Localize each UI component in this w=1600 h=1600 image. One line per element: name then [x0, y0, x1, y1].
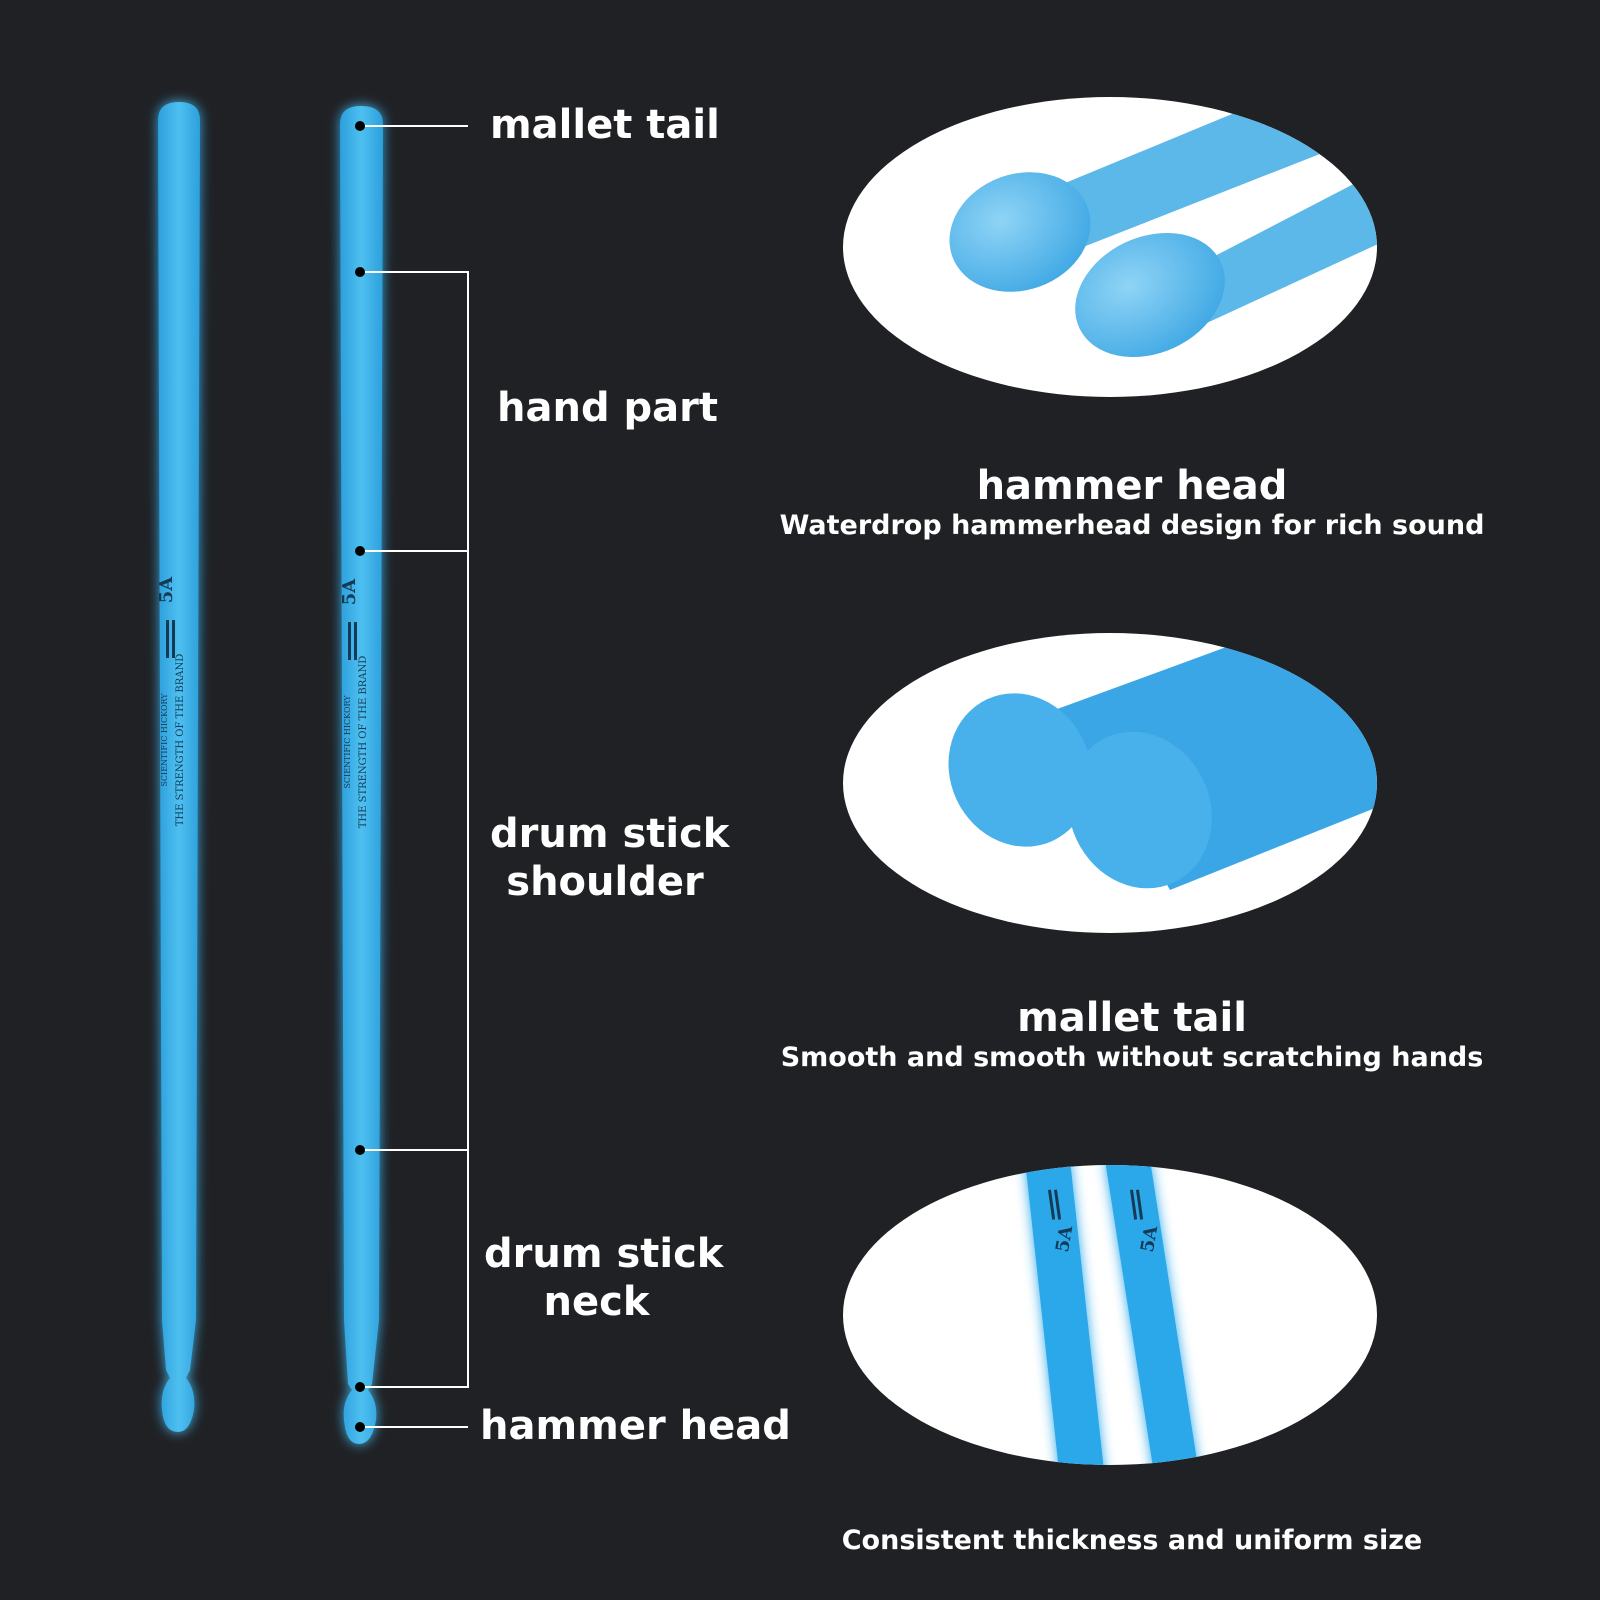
caption-subtitle: Waterdrop hammerhead design for rich sou… [779, 510, 1485, 541]
label-shoulder-line1: drum stick [490, 811, 730, 857]
detail-mallet-tail [843, 633, 1377, 933]
svg-text:5A: 5A [1052, 1223, 1077, 1254]
svg-text:THE STRENGTH OF THE BRAND: THE STRENGTH OF THE BRAND [358, 656, 369, 829]
caption-uniform-size: Consistent thickness and uniform size [772, 1524, 1492, 1558]
dot-hand-top [355, 267, 365, 277]
svg-text:SCIENTIFIC HICKORY: SCIENTIFIC HICKORY [343, 695, 352, 789]
caption-mallet-tail: mallet tail Smooth and smooth without sc… [772, 995, 1492, 1075]
label-neck-line2: neck [543, 1279, 650, 1325]
drumstick-labeled [340, 106, 383, 1444]
dot-hammer-head [355, 1422, 365, 1432]
label-drum-stick-shoulder: drum stick shoulder [490, 810, 730, 906]
detail-uniform-size: 5A 5A [843, 1165, 1377, 1465]
label-hammer-head: hammer head [480, 1403, 791, 1449]
callout-lines [360, 125, 469, 1428]
caption-subtitle: Smooth and smooth without scratching han… [780, 1042, 1484, 1073]
label-mallet-tail: mallet tail [490, 102, 720, 148]
svg-text:5A: 5A [339, 578, 360, 606]
detail-hammer-head [843, 97, 1377, 397]
callout-dots [355, 121, 365, 1432]
label-hand-part: hand part [497, 385, 718, 431]
svg-text:5A: 5A [1137, 1223, 1162, 1254]
caption-subtitle: Consistent thickness and uniform size [841, 1525, 1423, 1556]
dot-neck-top [355, 1145, 365, 1155]
caption-hammer-head: hammer head Waterdrop hammerhead design … [772, 463, 1492, 543]
dot-neck-bottom [355, 1382, 365, 1392]
drumstick-left [158, 102, 200, 1432]
dot-mallet-tail [355, 121, 365, 131]
stick-brand-line2: THE STRENGTH OF THE BRAND [175, 654, 186, 827]
caption-title: hammer head [976, 463, 1288, 509]
label-shoulder-line2: shoulder [506, 859, 704, 905]
caption-title: mallet tail [1017, 995, 1247, 1041]
dot-shoulder-top [355, 546, 365, 556]
stick-print-labeled: 5A SCIENTIFIC HICKORY THE STRENGTH OF TH… [339, 578, 369, 829]
stick-print-left: 5A SCIENTIFIC HICKORY THE STRENGTH OF TH… [156, 576, 186, 827]
label-drum-stick-neck: drum stick neck [484, 1230, 724, 1326]
label-neck-line1: drum stick [484, 1231, 724, 1277]
stick-brand-line1: SCIENTIFIC HICKORY [160, 693, 169, 787]
stick-size-marking: 5A [156, 576, 177, 604]
